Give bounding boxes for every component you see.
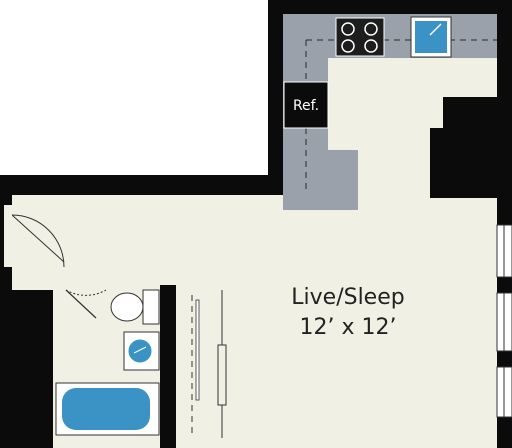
room-size-label: 12’ x 12’ [300, 315, 397, 340]
stove-icon [335, 17, 385, 57]
refrigerator: Ref. [283, 81, 329, 129]
kitchen-sink-icon [410, 16, 452, 58]
bathtub-icon [55, 382, 160, 436]
toilet-icon [110, 289, 160, 325]
bathroom-door[interactable] [65, 289, 107, 319]
refrigerator-label: Ref. [293, 98, 319, 114]
entry-door[interactable] [4, 205, 65, 268]
bathroom-wall-right [160, 285, 176, 448]
windows [496, 224, 512, 418]
bathroom-sink-icon [123, 331, 160, 371]
kitchen-counter [283, 14, 497, 210]
bathroom-wall [37, 290, 53, 448]
closet [176, 290, 227, 438]
room-name-label: Live/Sleep [291, 285, 404, 310]
